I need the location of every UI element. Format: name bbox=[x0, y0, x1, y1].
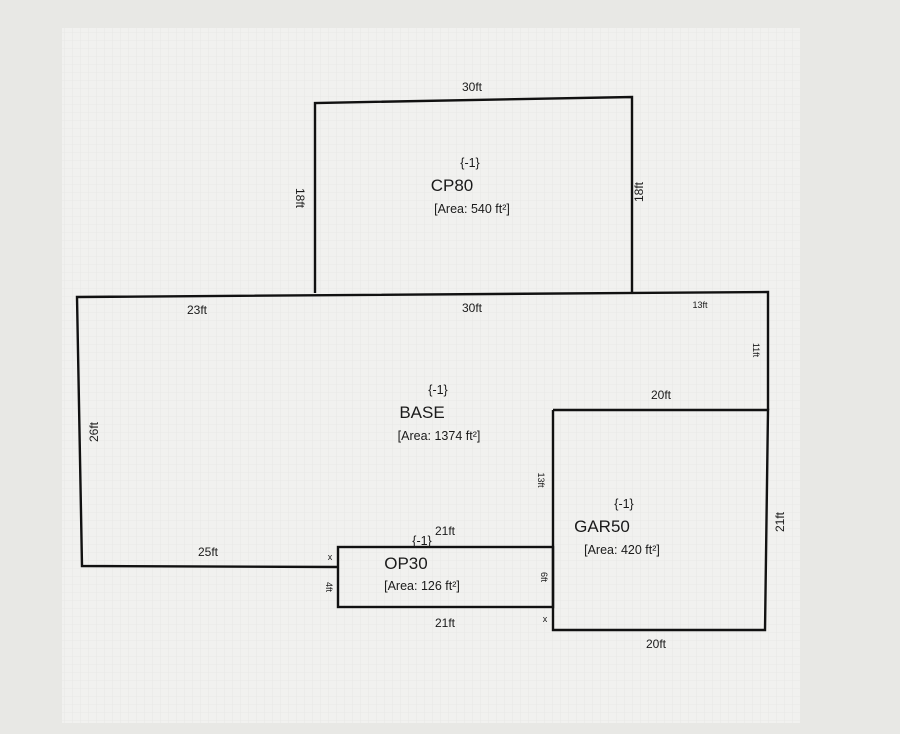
cp80-area: [Area: 540 ft²] bbox=[434, 202, 510, 216]
base-top-right-dimension: 13ft bbox=[692, 300, 708, 310]
cp80-outline bbox=[313, 95, 634, 293]
gar50-right-dimension: 21ft bbox=[773, 511, 787, 532]
base-left-dimension: 26ft bbox=[87, 421, 101, 442]
gar50-top-dimension: 20ft bbox=[651, 388, 672, 402]
cp80-code: {-1} bbox=[460, 156, 479, 170]
gar50-area: [Area: 420 ft²] bbox=[584, 543, 660, 557]
base-outline bbox=[75, 290, 770, 569]
op30-left-dimension: 4ft bbox=[324, 582, 334, 593]
base-code: {-1} bbox=[428, 383, 447, 397]
base-inner-dimension: 13ft bbox=[536, 472, 546, 488]
gar50-code: {-1} bbox=[614, 497, 633, 511]
base-bottom-dimension: 25ft bbox=[198, 545, 219, 559]
base-right-dimension: 11ft bbox=[751, 343, 761, 358]
op30-right-dimension: 6ft bbox=[539, 572, 549, 583]
cp80-left-dimension: 18ft bbox=[293, 188, 307, 209]
op30-marker-bottom: x bbox=[543, 614, 548, 624]
base-top-left-dimension: 23ft bbox=[187, 303, 208, 317]
op30-outline bbox=[336, 545, 555, 609]
op30-marker-top: x bbox=[328, 552, 333, 562]
cp80-name: CP80 bbox=[431, 176, 474, 195]
base-top-mid-dimension: 30ft bbox=[462, 301, 483, 315]
gar50-name: GAR50 bbox=[574, 517, 630, 536]
cp80-top-dimension: 30ft bbox=[462, 80, 483, 94]
op30-bottom-dimension: 21ft bbox=[435, 616, 456, 630]
op30-top-dimension: 21ft bbox=[435, 524, 456, 538]
op30-area: [Area: 126 ft²] bbox=[384, 579, 460, 593]
cp80-right-dimension: 18ft bbox=[632, 181, 646, 202]
base-area: [Area: 1374 ft²] bbox=[398, 429, 481, 443]
base-name: BASE bbox=[399, 403, 444, 422]
op30-name: OP30 bbox=[384, 554, 427, 573]
gar50-bottom-dimension: 20ft bbox=[646, 637, 667, 651]
grid-lines bbox=[62, 28, 800, 723]
op30-code: {-1} bbox=[412, 534, 431, 548]
